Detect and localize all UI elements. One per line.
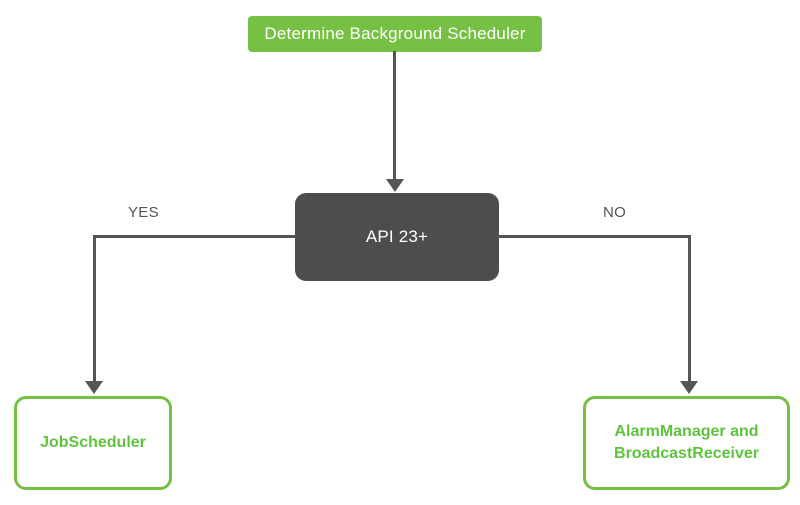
node-alarmmanager-broadcastreceiver-label: AlarmManager and BroadcastReceiver bbox=[606, 421, 767, 464]
node-jobscheduler[interactable]: JobScheduler bbox=[14, 396, 172, 490]
arrowhead-title-to-decision-icon bbox=[386, 179, 404, 192]
edge-label-no: NO bbox=[603, 204, 627, 221]
edge-no-horizontal bbox=[497, 235, 691, 238]
node-decision-api-23-plus-label: API 23+ bbox=[365, 227, 429, 246]
node-decision-api-23-plus[interactable]: API 23+ bbox=[295, 193, 499, 281]
node-alarmmanager-broadcastreceiver[interactable]: AlarmManager and BroadcastReceiver bbox=[583, 396, 790, 490]
arrowhead-yes-icon bbox=[85, 381, 103, 394]
node-determine-background-scheduler[interactable]: Determine Background Scheduler bbox=[248, 16, 542, 52]
edge-yes-horizontal bbox=[93, 235, 297, 238]
node-jobscheduler-label: JobScheduler bbox=[40, 434, 146, 452]
node-alarmmanager-broadcastreceiver-line2: BroadcastReceiver bbox=[614, 445, 759, 462]
arrowhead-no-icon bbox=[680, 381, 698, 394]
edge-yes-vertical bbox=[93, 235, 96, 383]
node-alarmmanager-broadcastreceiver-line1: AlarmManager and bbox=[614, 423, 759, 441]
edge-no-vertical bbox=[688, 235, 691, 383]
node-determine-background-scheduler-label: Determine Background Scheduler bbox=[264, 24, 526, 43]
edge-title-to-decision bbox=[393, 51, 396, 179]
edge-label-yes: YES bbox=[128, 204, 159, 221]
